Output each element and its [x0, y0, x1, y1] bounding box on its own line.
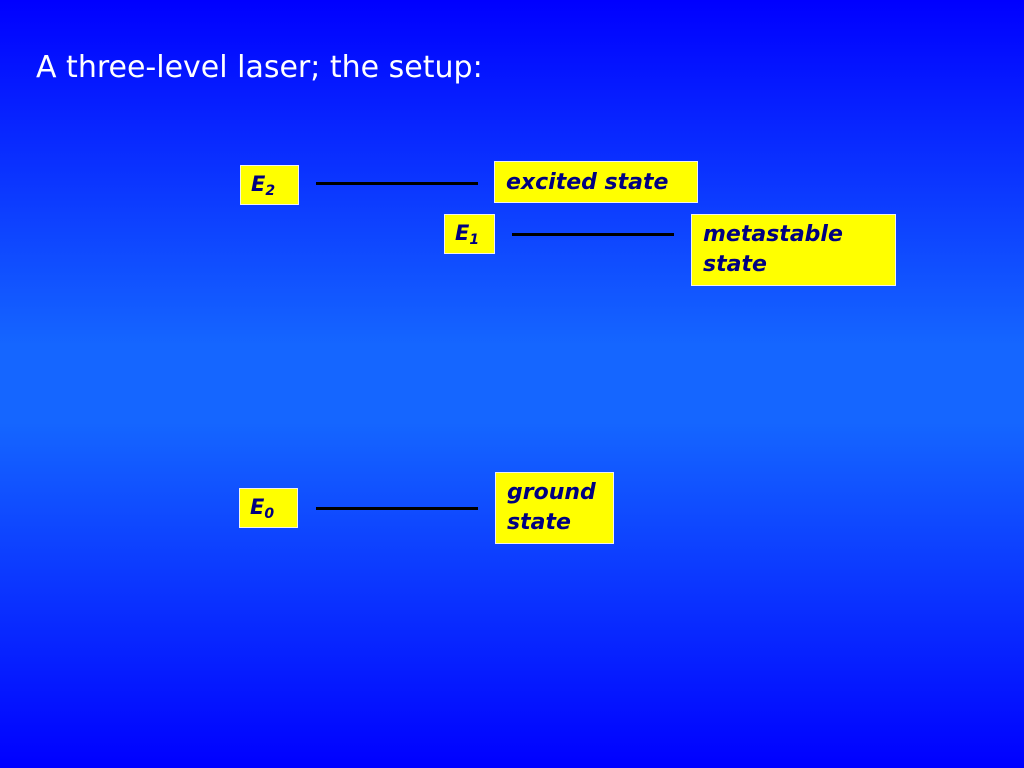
level-e2-line	[316, 182, 478, 185]
level-e1-subscript: 1	[469, 232, 480, 248]
metastable-state-label: metastable state	[691, 214, 896, 286]
level-e0-subscript: 0	[264, 506, 275, 522]
level-e1-line	[512, 233, 674, 236]
level-e1-symbol: E	[455, 221, 470, 245]
metastable-state-text: metastable state	[703, 222, 843, 277]
excited-state-text: excited state	[506, 170, 669, 195]
ground-state-text: ground state	[507, 480, 596, 535]
excited-state-label: excited state	[494, 161, 698, 203]
level-e1-label: E1	[444, 214, 495, 254]
level-e2-symbol: E	[251, 172, 266, 196]
level-e0-line	[316, 507, 478, 510]
level-e2-subscript: 2	[265, 183, 276, 199]
ground-state-label: ground state	[495, 472, 614, 544]
level-e0-symbol: E	[250, 495, 265, 519]
level-e2-label: E2	[240, 165, 299, 205]
slide-title: A three-level laser; the setup:	[36, 50, 483, 85]
level-e0-label: E0	[239, 488, 298, 528]
